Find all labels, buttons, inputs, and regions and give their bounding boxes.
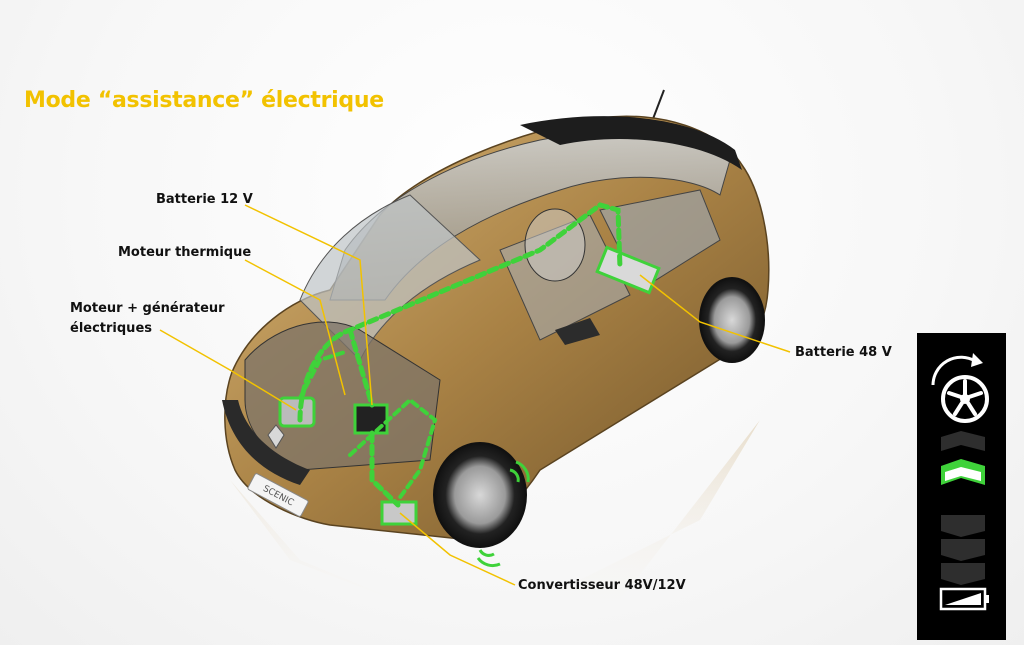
motor-generator-box bbox=[278, 396, 316, 428]
battery-12v-box bbox=[353, 403, 389, 435]
wheel-energy-arc-4 bbox=[476, 557, 501, 568]
leader-converter bbox=[399, 512, 516, 586]
label-battery-12v: Batterie 12 V bbox=[156, 192, 253, 207]
license-plate bbox=[247, 473, 309, 517]
energy-indicator-panel bbox=[917, 333, 1006, 640]
energy-flow-main bbox=[297, 202, 623, 423]
label-motor-generator-line1: Moteur + générateur bbox=[70, 301, 225, 316]
leader-battery-48v bbox=[639, 274, 791, 353]
wheel-rotation-icon bbox=[931, 353, 989, 423]
charge-level-arrows bbox=[941, 431, 985, 585]
diagram-title: Mode “assistance” électrique bbox=[24, 88, 384, 113]
energy-flow-12v bbox=[347, 327, 375, 408]
energy-flow-converter bbox=[369, 430, 401, 508]
car-roof-glass bbox=[329, 131, 731, 301]
interior-wheel bbox=[524, 208, 586, 282]
car-roof-black bbox=[520, 116, 742, 170]
energy-flow-motor bbox=[298, 350, 347, 400]
label-motor-generator-line2: électriques bbox=[70, 321, 152, 336]
car-reflection bbox=[230, 420, 760, 630]
battery-low-icon bbox=[939, 587, 989, 611]
energy-flow-loop bbox=[348, 397, 438, 502]
wheel-energy-arc-1 bbox=[509, 468, 520, 483]
label-converter: Convertisseur 48V/12V bbox=[518, 578, 686, 593]
battery-48v-box bbox=[595, 245, 661, 295]
label-battery-48v: Batterie 48 V bbox=[795, 345, 892, 360]
side-mirror bbox=[555, 318, 600, 345]
front-grille bbox=[222, 400, 310, 485]
renault-logo bbox=[267, 424, 285, 449]
charge-arrow-5 bbox=[941, 563, 985, 585]
rear-wheel bbox=[699, 277, 765, 363]
leader-motor-generator bbox=[159, 329, 297, 411]
wheel-energy-arc-2 bbox=[515, 460, 530, 483]
charge-arrow-4 bbox=[941, 539, 985, 561]
indicator-graphics bbox=[931, 353, 989, 611]
front-wheel bbox=[433, 442, 527, 548]
windshield bbox=[299, 194, 481, 361]
charge-arrow-3 bbox=[941, 515, 985, 537]
leader-battery-12v bbox=[244, 204, 373, 406]
leader-thermal-engine bbox=[244, 259, 346, 396]
wheel-energy-arc-3 bbox=[478, 549, 495, 557]
label-thermal-engine: Moteur thermique bbox=[118, 245, 252, 260]
charge-arrow-1 bbox=[941, 431, 985, 451]
